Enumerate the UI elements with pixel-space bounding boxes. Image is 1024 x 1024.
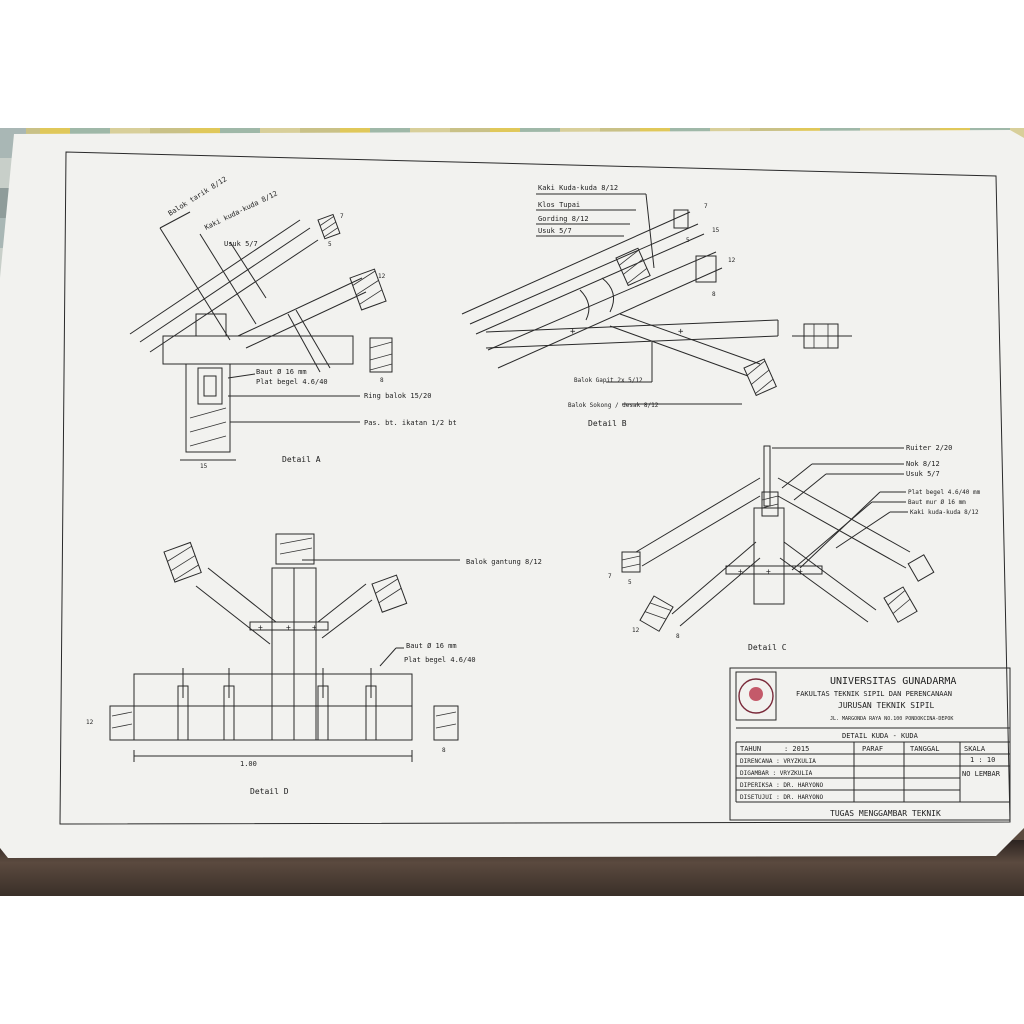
- svg-text:+: +: [570, 327, 576, 337]
- detail-d-title: Detail D: [250, 787, 289, 796]
- detail-c: + + + Ruiter 2/20: [608, 444, 981, 652]
- detail-c-dim-8: 8: [676, 633, 680, 640]
- detail-d-dim-12: 12: [86, 719, 94, 726]
- title-tanggal: TANGGAL: [910, 745, 940, 753]
- title-university: UNIVERSITAS GUNADARMA: [830, 676, 956, 687]
- detail-c-nok: Nok 8/12: [906, 460, 940, 468]
- detail-c-dim-12: 12: [632, 627, 640, 634]
- svg-text:+: +: [738, 567, 743, 576]
- svg-text:+: +: [258, 623, 263, 632]
- detail-c-baut: Baut mur Ø 16 mm: [908, 499, 966, 506]
- detail-d-balok-gantung: Balok gantung 8/12: [466, 558, 542, 566]
- svg-text:+: +: [286, 623, 291, 632]
- svg-text:+: +: [766, 567, 771, 576]
- detail-c-ruiter: Ruiter 2/20: [906, 444, 952, 452]
- title-skala: SKALA: [964, 745, 986, 753]
- detail-d: + + + Balok gantung 8/12 Baut Ø 16 mm: [86, 533, 542, 796]
- title-skala-value: 1 : 10: [970, 756, 995, 764]
- title-block: UNIVERSITAS GUNADARMA FAKULTAS TEKNIK SI…: [729, 667, 1011, 821]
- detail-c-dim-5: 5: [628, 579, 632, 586]
- detail-a-baut: Baut Ø 16 mm: [256, 368, 307, 376]
- title-address: JL. MARGONDA RAYA NO.100 PONDOKCINA-DEPO…: [830, 716, 953, 722]
- title-direncana: DIRENCANA : VRYZKULIA: [740, 758, 816, 765]
- detail-d-dim-total: 1.00: [240, 760, 257, 768]
- detail-b-klos: Klos Tupai: [538, 201, 580, 209]
- detail-c-dim-7: 7: [608, 573, 612, 580]
- detail-b: + + Kaki Kuda-kuda 8/12 Klos Tupai Gordi…: [461, 184, 852, 428]
- detail-b-gording: Gording 8/12: [538, 215, 589, 223]
- detail-b-usuk: Usuk 5/7: [538, 227, 572, 235]
- svg-text:+: +: [678, 327, 684, 337]
- svg-text:+: +: [798, 567, 803, 576]
- detail-d-dim-8: 8: [442, 747, 446, 754]
- detail-b-dim-7: 7: [704, 203, 708, 210]
- detail-a-ring-balok: Ring balok 15/20: [364, 392, 431, 400]
- detail-a-dim-5: 5: [328, 241, 332, 248]
- detail-d-baut: Baut Ø 16 mm: [406, 642, 457, 650]
- svg-text:+: +: [312, 623, 317, 632]
- detail-b-dim-8: 8: [712, 291, 716, 298]
- detail-a-title: Detail A: [282, 455, 321, 464]
- title-tahun-label: TAHUN: [740, 745, 761, 753]
- detail-b-dim-5: 5: [686, 237, 690, 244]
- detail-a-pas-bata: Pas. bt. ikatan 1/2 bt: [364, 419, 457, 427]
- detail-b-dim-15: 15: [712, 227, 720, 234]
- detail-c-plat: Plat begel 4.6/40 mm: [908, 489, 981, 496]
- detail-a-dim-12: 12: [378, 273, 386, 280]
- detail-b-title: Detail B: [588, 419, 627, 428]
- title-footer: TUGAS MENGGAMBAR TEKNIK: [830, 809, 941, 818]
- detail-a-dim-15: 15: [200, 463, 208, 470]
- detail-a-dim-7: 7: [340, 213, 344, 220]
- drawing-sheet: Balok tarik 8/12 Kaki kuda-kuda 8/12 Usu…: [0, 130, 1024, 858]
- title-no-lembar: NO LEMBAR: [962, 770, 1001, 778]
- detail-a-dim-8: 8: [380, 377, 384, 384]
- detail-c-kaki-kuda: Kaki kuda-kuda 8/12: [910, 509, 979, 516]
- detail-b-balok-gapit: Balok Gapit 2x 5/12: [574, 377, 643, 384]
- title-faculty: FAKULTAS TEKNIK SIPIL DAN PERENCANAAN: [796, 690, 952, 698]
- detail-d-plat: Plat begel 4.6/40: [404, 656, 476, 664]
- detail-b-dim-12: 12: [728, 257, 736, 264]
- detail-a-plat: Plat begel 4.6/40: [256, 378, 328, 386]
- title-tahun-value: : 2015: [784, 745, 809, 753]
- title-digambar: DIGAMBAR : VRYZKULIA: [740, 770, 813, 777]
- photo-background: Balok tarik 8/12 Kaki kuda-kuda 8/12 Usu…: [0, 128, 1024, 896]
- detail-c-usuk: Usuk 5/7: [906, 470, 940, 478]
- title-diperiksa: DIPERIKSA : DR. HARYONO: [740, 782, 823, 789]
- title-disetujui: DISETUJUI : DR. HARYONO: [740, 794, 823, 801]
- detail-a-usuk: Usuk 5/7: [224, 240, 258, 248]
- title-department: JURUSAN TEKNIK SIPIL: [838, 701, 935, 710]
- detail-b-balok-sokong: Balok Sokong / desak 8/12: [568, 402, 659, 409]
- detail-b-kaki-kuda: Kaki Kuda-kuda 8/12: [538, 184, 618, 192]
- title-paraf: PARAF: [862, 745, 883, 753]
- detail-c-title: Detail C: [748, 643, 787, 652]
- title-drawing-title: DETAIL KUDA - KUDA: [842, 732, 919, 740]
